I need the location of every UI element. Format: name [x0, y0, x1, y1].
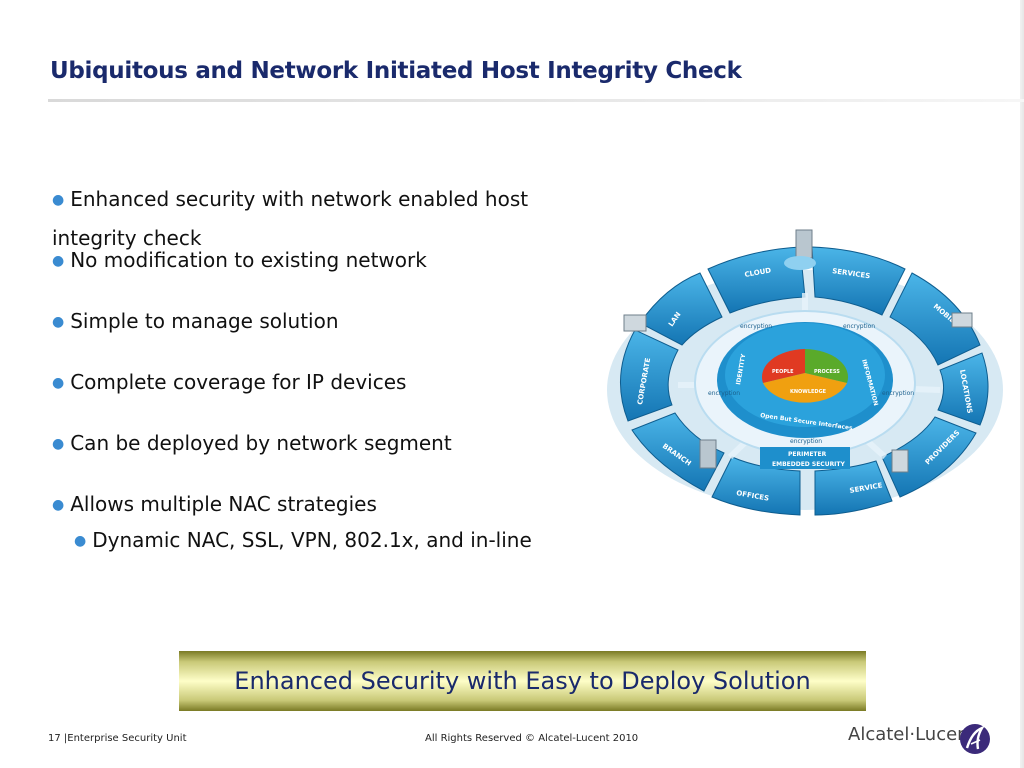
bullet-item: ●No modification to existing network [52, 248, 427, 272]
slide-title: Ubiquitous and Network Initiated Host In… [50, 58, 742, 84]
bullet-dot-icon: ● [52, 375, 65, 391]
segment-providers [881, 416, 977, 498]
bullet-item: ●Enhanced security with network enabled … [52, 187, 529, 250]
title-divider [48, 99, 1024, 102]
bullet-item: ●Allows multiple NAC strategies [52, 492, 377, 516]
core-knowledge [763, 373, 847, 403]
bullet-dot-icon: ● [52, 192, 65, 208]
monitor-icon [623, 314, 647, 332]
bullet-list: ●Enhanced security with network enabled … [52, 180, 612, 570]
base-label: EMBEDDED SECURITY [772, 461, 846, 468]
bullet-dot-icon: ● [52, 253, 65, 269]
bullet-dot-icon: ● [74, 533, 87, 549]
core-process [805, 349, 849, 383]
ring-label: encryption [708, 390, 740, 397]
slide-edge [1020, 0, 1024, 768]
base-label: PERIMETER [788, 451, 827, 458]
core-label: PROCESS [814, 369, 840, 375]
bullet-item: ●Can be deployed by network segment [52, 431, 452, 455]
summary-banner: Enhanced Security with Easy to Deploy So… [179, 651, 866, 711]
ring-label: encryption [882, 390, 914, 397]
security-ring-diagram: CLOUD SERVICES MOBILE LOCATIONS PROVIDER… [607, 229, 1003, 516]
satellite-icon [891, 449, 909, 473]
segment-service [814, 460, 893, 516]
segment-mobile [889, 272, 981, 366]
core-label: KNOWLEDGE [790, 389, 827, 395]
bullet-dot-icon: ● [52, 497, 65, 513]
core-people [761, 349, 805, 383]
laptop-icon [951, 312, 973, 328]
device-icons [623, 229, 973, 473]
base-plate [760, 447, 850, 469]
bullet-dot-icon: ● [52, 314, 65, 330]
ring-label: encryption [843, 323, 875, 330]
alcatel-lucent-logo-icon [960, 724, 990, 754]
brand-name: Alcatel·Lucent [848, 724, 976, 745]
segment-cloud [707, 246, 806, 314]
segment-offices [711, 456, 801, 516]
core-pie: PEOPLE PROCESS KNOWLEDGE [761, 349, 849, 403]
cloud-icon [784, 256, 816, 270]
server-icon [795, 229, 813, 259]
bullet-dot-icon: ● [52, 436, 65, 452]
bullet-item: ●Simple to manage solution [52, 309, 339, 333]
footer-page-info: 17 |Enterprise Security Unit [48, 733, 187, 744]
core-label: PEOPLE [772, 369, 794, 375]
bullet-item: ●Complete coverage for IP devices [52, 370, 407, 394]
segment-lan [639, 272, 723, 346]
footer-copyright: All Rights Reserved © Alcatel-Lucent 201… [425, 733, 639, 744]
building-icon [699, 439, 717, 469]
sub-bullet-item: ●Dynamic NAC, SSL, VPN, 802.1x, and in-l… [74, 528, 532, 552]
segment-services [811, 246, 906, 316]
segment-locations [937, 352, 989, 426]
outer-segments [619, 246, 989, 516]
ring-label: encryption [790, 438, 822, 445]
ring-label: encryption [740, 323, 772, 330]
